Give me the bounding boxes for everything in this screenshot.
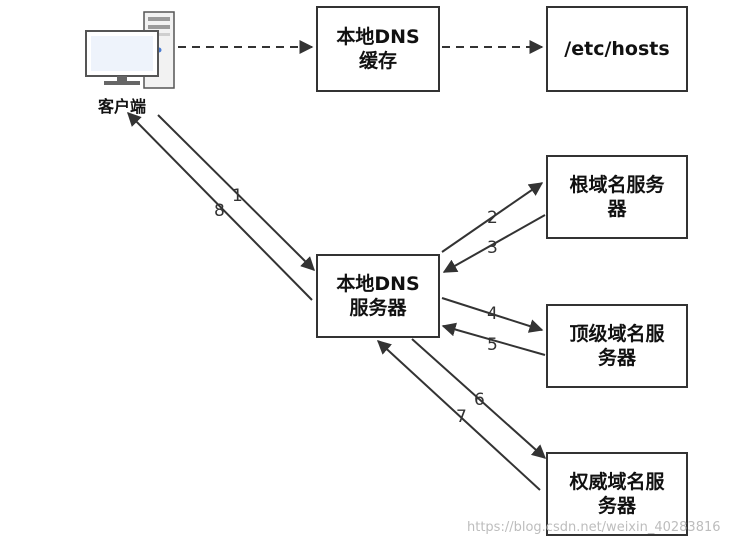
arrow-step-7 bbox=[376, 340, 541, 491]
client-label: 客户端 bbox=[98, 97, 147, 116]
hosts-file-box: /etc/hosts bbox=[546, 6, 688, 92]
step-label-8: 8 bbox=[214, 201, 225, 221]
arrow-step-3 bbox=[442, 214, 546, 273]
root-name-server-box: 根域名服务 器 bbox=[546, 155, 688, 239]
step-label-4: 4 bbox=[487, 304, 498, 324]
arrow-step-5 bbox=[441, 322, 546, 356]
step-label-2: 2 bbox=[487, 208, 498, 228]
arrow-step-2 bbox=[441, 182, 544, 253]
step-label-1: 1 bbox=[232, 186, 243, 206]
arrow-step-8 bbox=[127, 112, 313, 301]
step-label-5: 5 bbox=[487, 335, 498, 355]
arrow-step-6 bbox=[411, 338, 547, 459]
computer-icon bbox=[85, 11, 175, 89]
authoritative-name-server-box: 权威域名服 务器 bbox=[546, 452, 688, 536]
step-label-3: 3 bbox=[487, 238, 498, 258]
arrow-step-1 bbox=[157, 114, 315, 271]
local-dns-cache-box: 本地DNS 缓存 bbox=[316, 6, 440, 92]
step-label-6: 6 bbox=[474, 390, 485, 410]
arrow-step-4 bbox=[441, 297, 544, 333]
source-watermark: https://blog.csdn.net/weixin_40283816 bbox=[467, 520, 721, 535]
tld-name-server-box: 顶级域名服 务器 bbox=[546, 304, 688, 388]
step-label-7: 7 bbox=[456, 407, 467, 427]
local-dns-server-box: 本地DNS 服务器 bbox=[316, 254, 440, 338]
